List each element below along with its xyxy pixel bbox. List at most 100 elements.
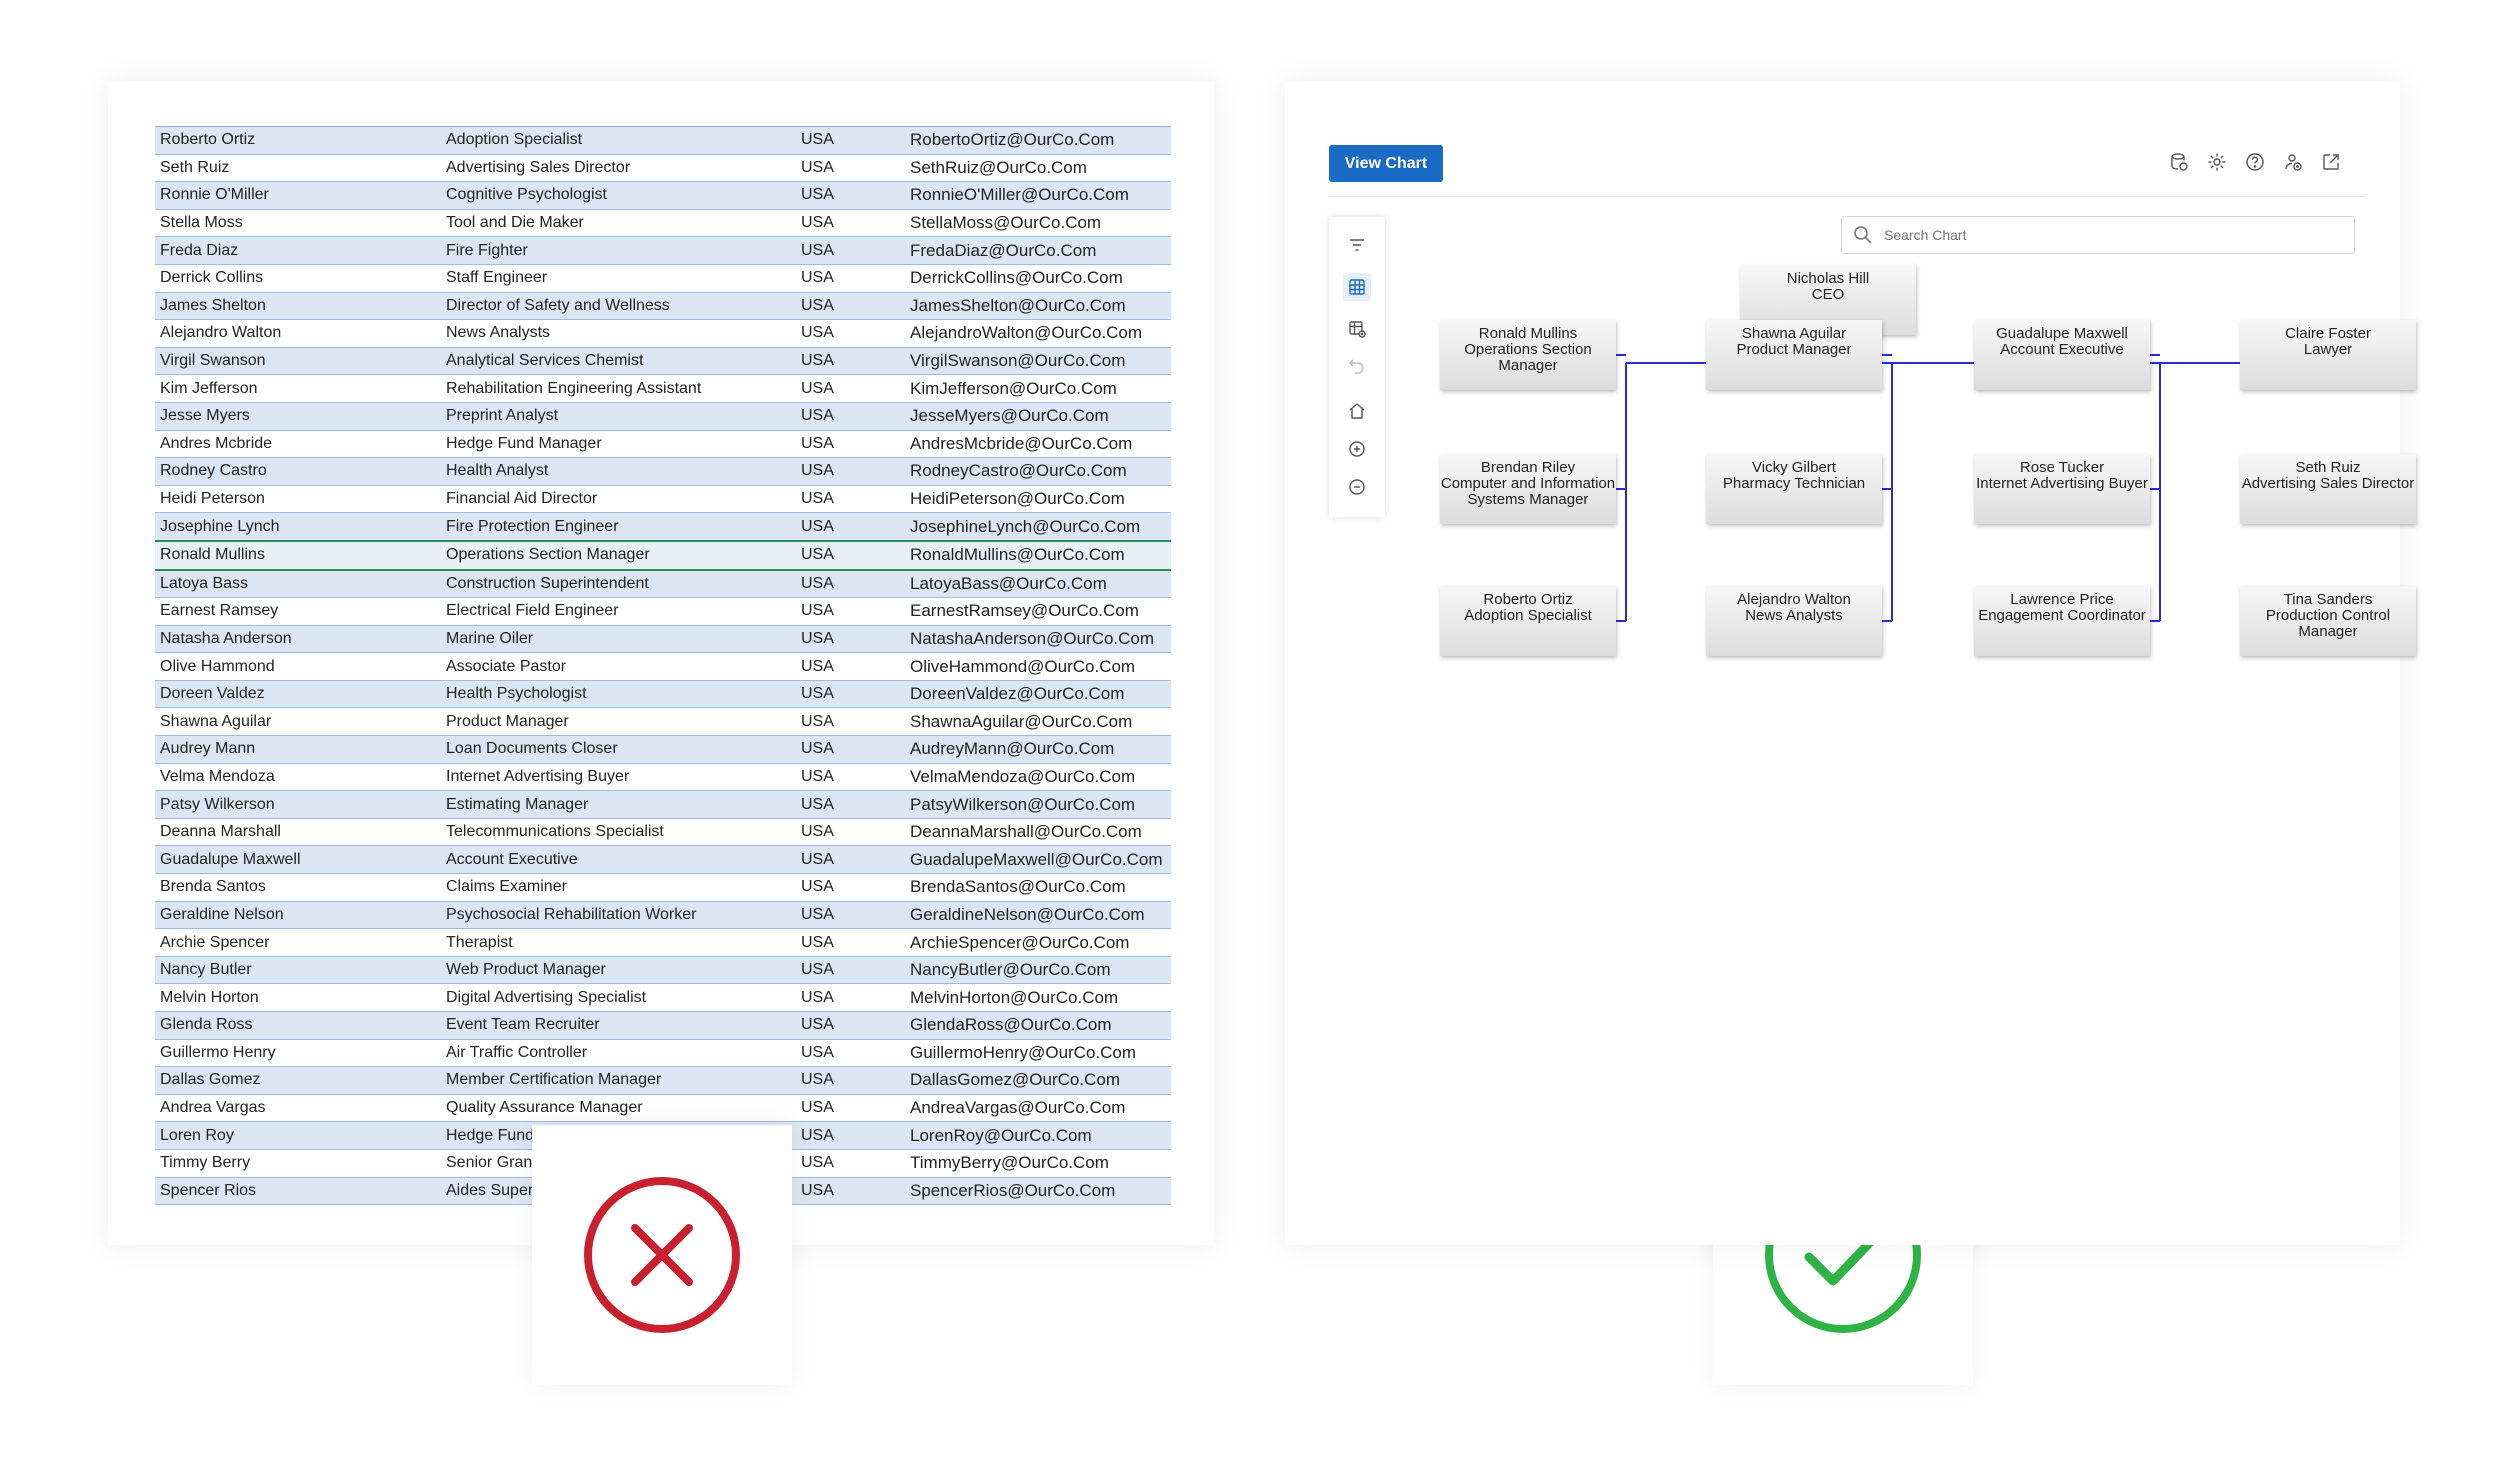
cell-country[interactable]: USA [801,186,834,204]
undo-icon[interactable] [1343,351,1371,379]
cell-email[interactable]: MelvinHorton@OurCo.Com [910,987,1119,1007]
cell-title[interactable]: Fire Protection Engineer [446,517,619,535]
cell-email[interactable]: SethRuiz@OurCo.Com [910,157,1087,177]
cell-country[interactable]: USA [801,823,834,841]
cell-name[interactable]: Roberto Ortiz [160,131,256,149]
cell-country[interactable]: USA [801,988,834,1006]
cell-email[interactable]: DeannaMarshall@OurCo.Com [910,822,1142,842]
cell-email[interactable]: DoreenValdez@OurCo.Com [910,684,1125,704]
people-icon[interactable] [2282,151,2304,173]
cell-title[interactable]: Staff Engineer [446,269,548,287]
cell-email[interactable]: GuadalupeMaxwell@OurCo.Com [910,849,1163,869]
cell-title[interactable]: Psychosocial Rehabilitation Worker [446,905,697,923]
data-source-icon[interactable] [2168,151,2190,173]
cell-title[interactable]: Aides Super [446,1181,534,1199]
cell-title[interactable]: Air Traffic Controller [446,1043,588,1061]
cell-title[interactable]: Member Certification Manager [446,1071,662,1089]
cell-name[interactable]: Deanna Marshall [160,823,281,841]
view-chart-button[interactable]: View Chart [1329,145,1443,182]
cell-country[interactable]: USA [801,1099,834,1117]
cell-title[interactable]: Preprint Analyst [446,407,559,425]
cell-title[interactable]: News Analysts [446,324,551,342]
cell-name[interactable]: Audrey Mann [160,740,256,758]
cell-email[interactable]: AndresMcbride@OurCo.Com [910,433,1133,453]
cell-email[interactable]: AlejandroWalton@OurCo.Com [910,323,1143,343]
cell-name[interactable]: Doreen Valdez [160,685,265,703]
cell-name[interactable]: Dallas Gomez [160,1071,261,1089]
cell-title[interactable]: Health Analyst [446,462,549,480]
cell-name[interactable]: Seth Ruiz [160,158,230,176]
cell-title[interactable]: Product Manager [446,712,569,730]
search-chart-field[interactable] [1841,216,2355,254]
search-input[interactable] [1882,226,2326,244]
cell-name[interactable]: Ronnie O'Miller [160,186,269,204]
table-row[interactable]: Geraldine Nelson Psychosocial Rehabilitat… [155,901,1171,930]
cell-name[interactable]: Natasha Anderson [160,629,292,647]
cell-name[interactable]: Geraldine Nelson [160,905,284,923]
cell-name[interactable]: Jesse Myers [160,407,250,425]
cell-name[interactable]: Spencer Rios [160,1181,257,1199]
cell-email[interactable]: VelmaMendoza@OurCo.Com [910,766,1136,786]
cell-name[interactable]: Shawna Aguilar [160,712,272,730]
cell-country[interactable]: USA [801,462,834,480]
cell-country[interactable]: USA [801,379,834,397]
cell-name[interactable]: Freda Diaz [160,241,239,259]
cell-country[interactable]: USA [801,490,834,508]
cell-country[interactable]: USA [801,158,834,176]
cell-email[interactable]: LatoyaBass@OurCo.Com [910,573,1107,593]
cell-email[interactable]: BrendaSantos@OurCo.Com [910,877,1126,897]
cell-country[interactable]: USA [801,1154,834,1172]
help-icon[interactable] [2244,151,2266,173]
table-icon[interactable] [1343,273,1371,301]
home-icon[interactable] [1343,397,1371,425]
cell-email[interactable]: JosephineLynch@OurCo.Com [910,516,1141,536]
cell-name[interactable]: Virgil Swanson [160,352,266,370]
cell-title[interactable]: Fire Fighter [446,241,528,259]
cell-title[interactable]: Rehabilitation Engineering Assistant [446,379,702,397]
cell-name[interactable]: Melvin Horton [160,988,259,1006]
cell-title[interactable]: Operations Section Manager [446,546,650,564]
cell-title[interactable]: Hedge Fund Manager [446,434,602,452]
cell-name[interactable]: Archie Spencer [160,933,270,951]
cell-country[interactable]: USA [801,1043,834,1061]
cell-email[interactable]: ArchieSpencer@OurCo.Com [910,932,1130,952]
cell-name[interactable]: Kim Jefferson [160,379,258,397]
cell-title[interactable]: Associate Pastor [446,657,567,675]
cell-title[interactable]: Event Team Recruiter [446,1016,600,1034]
cell-country[interactable]: USA [801,933,834,951]
cell-email[interactable]: DallasGomez@OurCo.Com [910,1070,1120,1090]
cell-title[interactable]: Quality Assurance Manager [446,1099,643,1117]
cell-title[interactable]: Telecommunications Specialist [446,823,664,841]
cell-title[interactable]: Cognitive Psychologist [446,186,607,204]
cell-title[interactable]: Tool and Die Maker [446,214,584,232]
cell-country[interactable]: USA [801,407,834,425]
cell-name[interactable]: Brenda Santos [160,878,266,896]
cell-country[interactable]: USA [801,214,834,232]
cell-country[interactable]: USA [801,574,834,592]
cell-name[interactable]: Patsy Wilkerson [160,795,275,813]
cell-name[interactable]: Heidi Peterson [160,490,265,508]
cell-country[interactable]: USA [801,905,834,923]
cell-email[interactable]: LorenRoy@OurCo.Com [910,1125,1092,1145]
